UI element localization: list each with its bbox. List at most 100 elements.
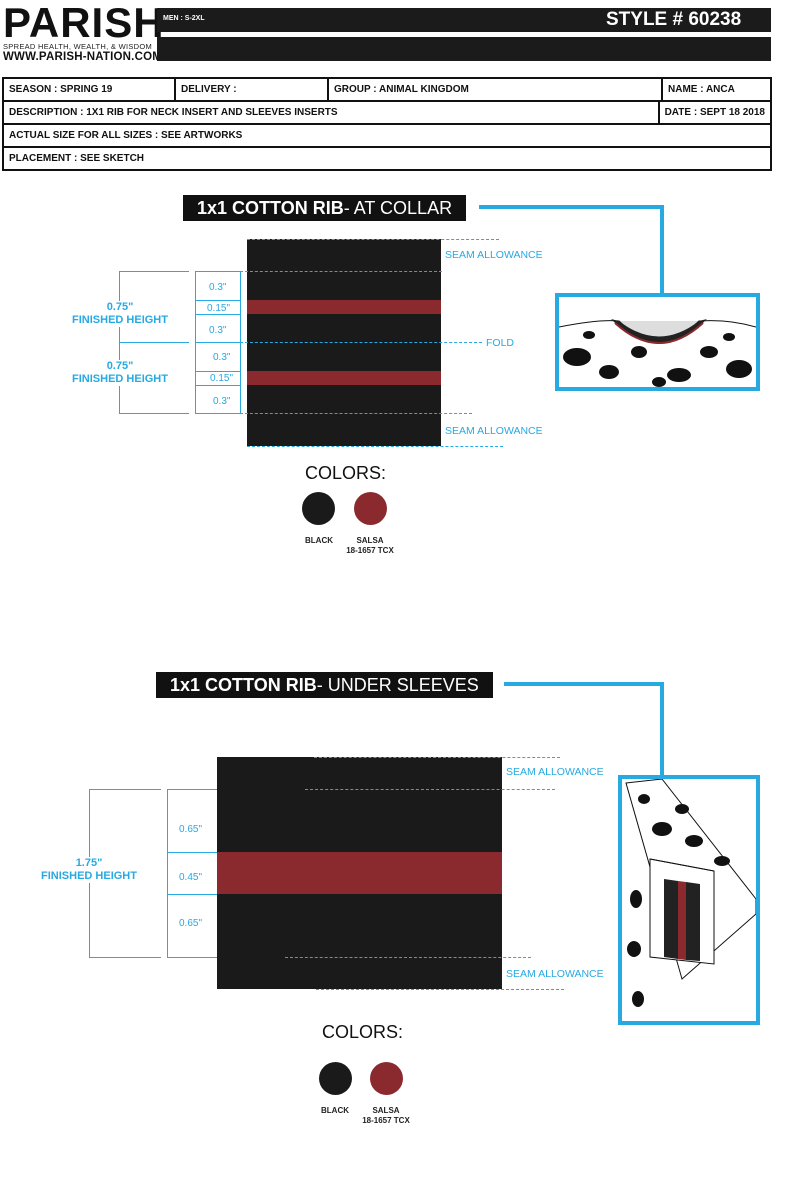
name-cell: NAME : ANCA: [668, 84, 735, 95]
collar-meas-tick-2: [195, 314, 241, 315]
info-row-3: ACTUAL SIZE FOR ALL SIZES : SEE ARTWORKS: [4, 125, 770, 148]
collar-meas-tick-0: [195, 271, 241, 272]
sleeves-seam-bottom-line-2: [316, 989, 564, 990]
collar-meas-5: 0.15": [210, 373, 234, 384]
collar-seam-bottom-line-1: [230, 413, 472, 414]
collar-meas-tick-1: [195, 300, 241, 301]
collar-color-salsa-name: SALSA: [356, 536, 384, 545]
sleeves-seam-top-line-2: [305, 789, 555, 790]
sleeves-seam-bottom-label: SEAM ALLOWANCE: [506, 968, 604, 980]
collar-color-swatch-black: [302, 492, 335, 525]
collar-sketch-image: [559, 297, 756, 387]
date-cell: DATE : SEPT 18 2018: [664, 107, 765, 118]
collar-meas-3: 0.3": [209, 325, 227, 336]
sleeves-seam-top-label: SEAM ALLOWANCE: [506, 766, 604, 778]
sleeves-seam-bottom-line-1: [285, 957, 531, 958]
sleeves-meas-tick-2: [167, 894, 217, 895]
collar-meas-6: 0.3": [213, 396, 231, 407]
sleeves-finished-value: 1.75": [75, 857, 103, 869]
collar-title-bold: 1x1 COTTON RIB: [197, 198, 344, 218]
info-row-1: SEASON : SPRING 19 DELIVERY : GROUP : AN…: [4, 79, 770, 102]
actual-size-cell: ACTUAL SIZE FOR ALL SIZES : SEE ARTWORKS: [9, 130, 243, 141]
header-bar-bottom: [157, 37, 771, 61]
sleeves-color-label-salsa: SALSA 18-1657 TCX: [356, 1106, 416, 1126]
delivery-cell: DELIVERY :: [176, 79, 329, 100]
collar-meas-4: 0.3": [213, 352, 231, 363]
collar-meas-tick-5: [195, 385, 241, 386]
info-row-4: PLACEMENT : SEE SKETCH: [4, 148, 770, 169]
sleeves-color-swatch-black: [319, 1062, 352, 1095]
collar-finished-2-value: 0.75": [106, 360, 134, 372]
collar-bracket-1-top: [119, 271, 189, 272]
sleeves-color-salsa-name: SALSA: [372, 1106, 400, 1115]
collar-fold-line: [230, 342, 482, 343]
sleeves-meas-tick-0: [167, 789, 217, 790]
sleeves-connector-h: [504, 682, 664, 686]
sleeves-color-salsa-code: 18-1657 TCX: [362, 1116, 410, 1125]
sleeves-connector-v: [660, 682, 664, 776]
info-row-2: DESCRIPTION : 1X1 RIB FOR NECK INSERT AN…: [4, 102, 770, 125]
sleeves-color-swatch-salsa: [370, 1062, 403, 1095]
collar-sketch-frame: [555, 293, 760, 391]
sleeves-bracket-top: [89, 789, 161, 790]
collar-colors-heading: COLORS:: [305, 463, 387, 483]
sleeves-seam-top-line-1: [314, 757, 560, 758]
collar-meas-tick-6: [195, 413, 241, 414]
collar-red-stripe-1: [247, 300, 441, 314]
group-cell: GROUP : ANIMAL KINGDOM: [329, 79, 663, 100]
sleeve-sketch-image: [622, 779, 756, 1021]
collar-seam-top-label: SEAM ALLOWANCE: [445, 249, 543, 261]
collar-color-salsa-code: 18-1657 TCX: [346, 546, 394, 555]
size-range: MEN : S-2XL: [163, 15, 205, 22]
collar-connector-v: [660, 205, 664, 297]
collar-red-stripe-2: [247, 371, 441, 385]
brand-logo: PARISH: [3, 0, 165, 46]
collar-meas-1: 0.3": [209, 282, 227, 293]
collar-color-label-salsa: SALSA 18-1657 TCX: [340, 536, 400, 556]
description-cell: DESCRIPTION : 1X1 RIB FOR NECK INSERT AN…: [4, 102, 660, 123]
sleeves-red-stripe: [217, 852, 502, 894]
collar-seam-bottom-label: SEAM ALLOWANCE: [445, 425, 543, 437]
sleeves-colors-heading: COLORS:: [322, 1022, 404, 1042]
sleeves-title-rest: - UNDER SLEEVES: [316, 675, 479, 695]
season-cell: SEASON : SPRING 19: [4, 79, 176, 100]
sleeves-meas-left-line: [167, 789, 168, 957]
sleeves-meas-3: 0.65": [179, 918, 203, 929]
collar-seam-top-line-1: [247, 239, 499, 240]
collar-title-rest: - AT COLLAR: [343, 198, 453, 218]
header-bar-top: [157, 8, 771, 32]
collar-title: 1x1 COTTON RIB- AT COLLAR: [183, 195, 467, 221]
collar-finished-1-value: 0.75": [106, 301, 134, 313]
collar-fold-label: FOLD: [486, 337, 515, 349]
sleeves-meas-2: 0.45": [179, 872, 203, 883]
sleeves-color-label-black: BLACK: [321, 1106, 349, 1115]
brand-tagline: SPREAD HEALTH, WEALTH, & WISDOM: [3, 42, 153, 51]
style-number: STYLE # 60238: [606, 9, 742, 30]
sleeve-sketch-frame: [618, 775, 760, 1025]
collar-connector-h: [479, 205, 663, 209]
collar-meas-tick-4: [195, 371, 241, 372]
collar-color-label-black: BLACK: [305, 536, 333, 545]
collar-meas-tick-3: [195, 342, 241, 343]
brand-website: WWW.PARISH-NATION.COM: [3, 51, 163, 63]
collar-seam-top-line-2: [230, 271, 442, 272]
sleeves-meas-tick-1: [167, 852, 217, 853]
collar-finished-1-label: FINISHED HEIGHT: [72, 314, 168, 326]
spec-info-table: SEASON : SPRING 19 DELIVERY : GROUP : AN…: [2, 77, 772, 171]
sleeves-meas-1: 0.65": [179, 824, 203, 835]
sleeves-title-bold: 1x1 COTTON RIB: [170, 675, 317, 695]
collar-finished-2-label: FINISHED HEIGHT: [72, 373, 168, 385]
collar-color-swatch-salsa: [354, 492, 387, 525]
collar-bracket-1-bottom: [119, 342, 189, 343]
sleeves-meas-tick-3: [167, 957, 217, 958]
placement-cell: PLACEMENT : SEE SKETCH: [9, 153, 145, 164]
sleeves-finished-height: 1.75" FINISHED HEIGHT: [29, 857, 149, 883]
collar-meas-2: 0.15": [207, 303, 231, 314]
sleeves-finished-label: FINISHED HEIGHT: [41, 870, 137, 882]
sleeves-title: 1x1 COTTON RIB- UNDER SLEEVES: [156, 672, 493, 698]
collar-bracket-2-bottom: [119, 413, 189, 414]
collar-finished-height-1: 0.75" FINISHED HEIGHT: [60, 301, 180, 327]
collar-finished-height-2: 0.75" FINISHED HEIGHT: [60, 360, 180, 386]
sleeves-bracket-bottom: [89, 957, 161, 958]
collar-seam-bottom-line-2: [247, 446, 503, 447]
